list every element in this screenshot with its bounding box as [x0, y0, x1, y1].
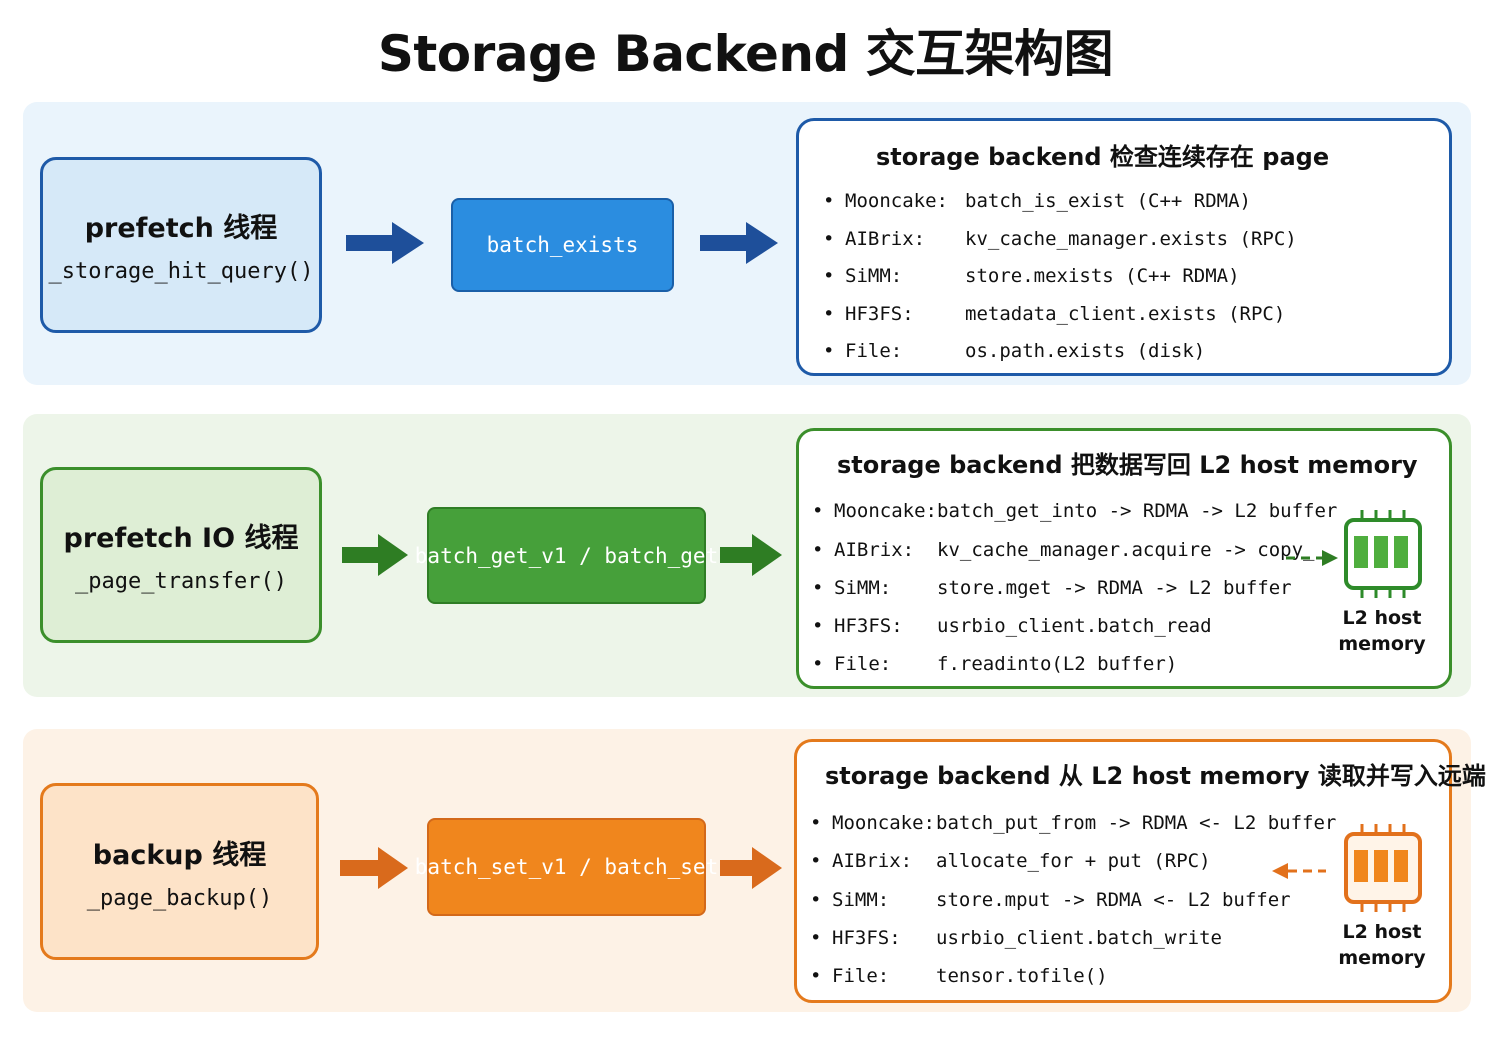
exists-panel: storage backend 检查连续存在 page •Mooncake:ba…	[796, 118, 1452, 376]
thread-name: prefetch 线程	[84, 213, 278, 244]
memory-chip-icon	[1344, 824, 1422, 912]
batch-get-op: batch_get_v1 / batch_get	[415, 507, 718, 604]
dashed-arrow-icon	[1286, 550, 1338, 566]
prefetch-thread-box: prefetch 线程 _storage_hit_query()	[40, 157, 322, 333]
right-arrow-icon	[720, 534, 782, 576]
thread-function: _storage_hit_query()	[48, 259, 314, 284]
thread-function: _page_backup()	[86, 885, 273, 911]
prefetch-io-thread-box: prefetch IO 线程 _page_transfer()	[40, 467, 322, 643]
dashed-arrow-icon	[1272, 863, 1326, 879]
panel-title: storage backend 把数据写回 L2 host memory	[837, 451, 1418, 479]
memory-label: L2 host memory	[1338, 921, 1426, 969]
right-arrow-icon	[720, 847, 782, 889]
set-panel: storage backend 从 L2 host memory 读取并写入远端…	[794, 739, 1486, 1003]
memory-label: L2 host memory	[1338, 607, 1426, 655]
thread-name: prefetch IO 线程	[63, 523, 299, 554]
memory-chip-icon	[1344, 510, 1422, 598]
panel-title: storage backend 检查连续存在 page	[876, 143, 1330, 171]
thread-name: backup 线程	[92, 839, 267, 871]
right-arrow-icon	[346, 222, 424, 264]
right-arrow-icon	[700, 222, 778, 264]
batch-set-op: batch_set_v1 / batch_set	[415, 818, 718, 916]
panel-title: storage backend 从 L2 host memory 读取并写入远端	[825, 762, 1486, 790]
right-arrow-icon	[342, 534, 408, 576]
batch-exists-op: batch_exists	[451, 198, 674, 292]
get-panel: storage backend 把数据写回 L2 host memory •Mo…	[796, 428, 1452, 689]
right-arrow-icon	[340, 847, 408, 889]
diagram-title: Storage Backend 交互架构图	[377, 25, 1114, 83]
thread-function: _page_transfer()	[75, 569, 287, 594]
backup-thread-box: backup 线程 _page_backup()	[40, 783, 319, 960]
